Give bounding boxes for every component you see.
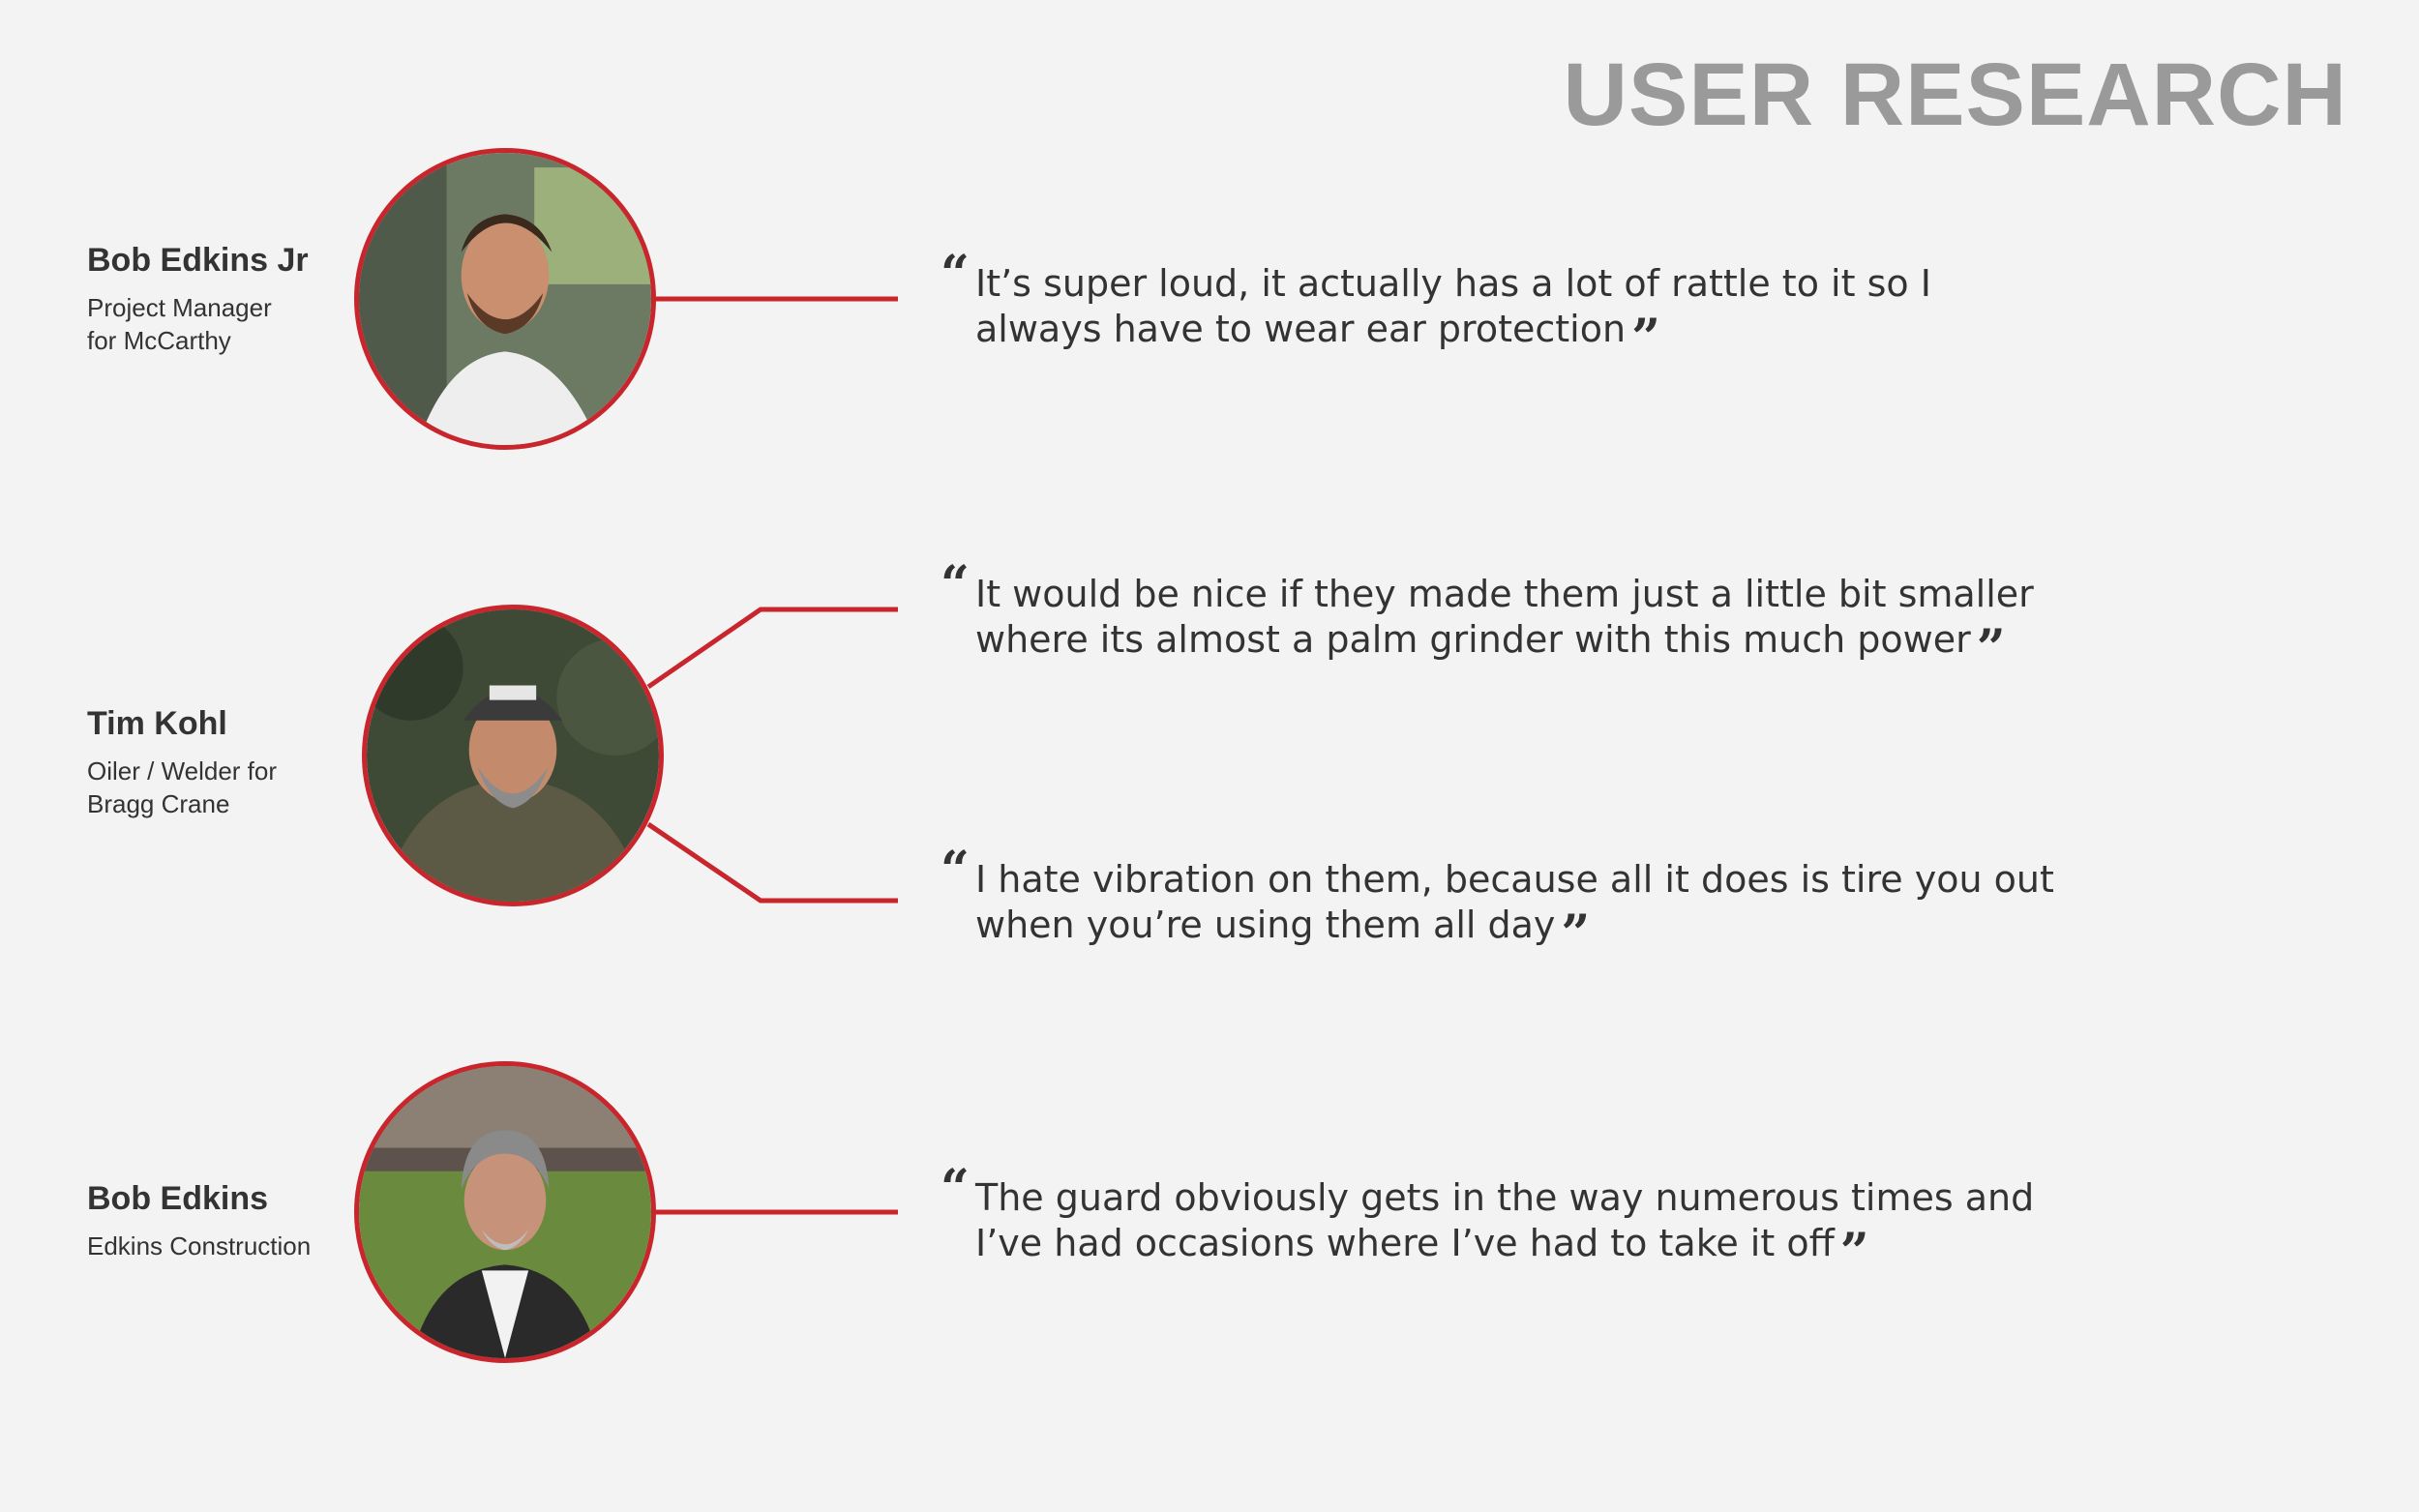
close-quote-icon: ” bbox=[1561, 904, 1591, 964]
role-line: Oiler / Welder for bbox=[87, 756, 278, 786]
person-role: Oiler / Welder for Bragg Crane bbox=[87, 755, 277, 820]
open-quote-icon: “ bbox=[941, 245, 970, 304]
page-title: USER RESEARCH bbox=[1563, 45, 2347, 144]
person-bob-edkins: Bob Edkins Edkins Construction bbox=[87, 1180, 311, 1262]
quote-line: I’ve had occasions where I’ve had to tak… bbox=[975, 1222, 1835, 1264]
person-name: Tim Kohl bbox=[87, 705, 227, 742]
quote-1: “ It’s super loud, it actually has a lot… bbox=[941, 250, 1931, 364]
person-role: Project Manager for McCarthy bbox=[87, 291, 309, 357]
person-role: Edkins Construction bbox=[87, 1230, 311, 1262]
quote-line: I hate vibration on them, because all it… bbox=[975, 858, 2054, 901]
person-tim-kohl: Tim Kohl Oiler / Welder for Bragg Crane bbox=[87, 705, 277, 820]
connector-line bbox=[646, 607, 898, 690]
role-line: Project Manager bbox=[87, 293, 272, 322]
quote-4: “ The guard obviously gets in the way nu… bbox=[941, 1164, 2035, 1278]
quote-line: where its almost a palm grinder with thi… bbox=[975, 618, 1971, 661]
quote-line: when you’re using them all day bbox=[975, 904, 1556, 946]
close-quote-icon: ” bbox=[1976, 619, 2006, 678]
quote-line: The guard obviously gets in the way nume… bbox=[975, 1176, 2035, 1219]
portrait-photo-icon bbox=[359, 1066, 651, 1358]
role-line: Bragg Crane bbox=[87, 789, 230, 818]
quote-line: It would be nice if they made them just … bbox=[975, 573, 2034, 615]
open-quote-icon: “ bbox=[941, 1159, 970, 1218]
connector-line bbox=[646, 821, 898, 904]
avatar-tim-kohl bbox=[362, 605, 664, 906]
open-quote-icon: “ bbox=[941, 555, 970, 614]
person-bob-edkins-jr: Bob Edkins Jr Project Manager for McCart… bbox=[87, 242, 309, 357]
quote-line: It’s super loud, it actually has a lot o… bbox=[975, 262, 1931, 305]
quote-2: “ It would be nice if they made them jus… bbox=[941, 560, 2034, 674]
quote-line: always have to wear ear protection bbox=[975, 308, 1627, 350]
close-quote-icon: ” bbox=[1839, 1223, 1869, 1282]
role-line: for McCarthy bbox=[87, 326, 231, 355]
close-quote-icon: ” bbox=[1631, 309, 1660, 368]
role-line: Edkins Construction bbox=[87, 1231, 312, 1260]
open-quote-icon: “ bbox=[941, 841, 970, 900]
avatar-bob-edkins-jr bbox=[354, 148, 656, 450]
portrait-photo-icon bbox=[367, 609, 659, 902]
person-name: Bob Edkins Jr bbox=[87, 242, 309, 279]
person-name: Bob Edkins bbox=[87, 1180, 269, 1217]
quote-3: “ I hate vibration on them, because all … bbox=[941, 845, 2054, 960]
avatar-bob-edkins bbox=[354, 1061, 656, 1363]
portrait-photo-icon bbox=[359, 153, 651, 445]
